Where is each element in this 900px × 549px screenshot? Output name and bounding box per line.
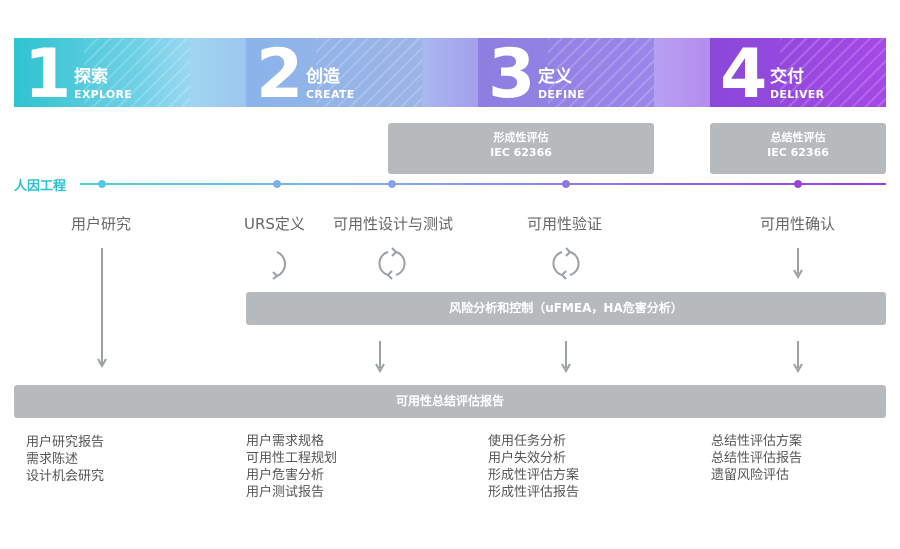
summary-report-bar: 可用性总结评估报告 bbox=[14, 385, 886, 418]
list-item: 用户测试报告 bbox=[246, 485, 325, 500]
cycle-icon bbox=[378, 251, 389, 276]
list-item: 形成性评估方案 bbox=[488, 468, 580, 483]
phase-subtitle: DEFINE bbox=[538, 88, 585, 101]
list-item: 使用任务分析 bbox=[488, 434, 567, 449]
activity-usability-design-test: 可用性设计与测试 bbox=[333, 215, 454, 233]
list-item: 用户需求规格 bbox=[246, 434, 325, 449]
arrowhead-icon bbox=[793, 363, 803, 374]
evaluation-title: 总结性评估 bbox=[770, 131, 826, 144]
formative-evaluation-box: 形成性评估 IEC 62366 bbox=[388, 123, 654, 174]
list-item: 用户失效分析 bbox=[488, 451, 567, 466]
phase-subtitle: CREATE bbox=[306, 88, 355, 101]
list-item: 总结性评估方案 bbox=[711, 434, 803, 449]
deliverables-define: 使用任务分析 用户失效分析 形成性评估方案 形成性评估报告 bbox=[488, 433, 579, 501]
phase-title: 探索 bbox=[74, 67, 108, 87]
cycle-icon bbox=[569, 251, 580, 276]
phase-define: 3 定义 DEFINE bbox=[478, 38, 654, 107]
list-item: 用户研究报告 bbox=[26, 435, 105, 450]
phase-deliver: 4 交付 DELIVER bbox=[710, 38, 886, 107]
phase-number: 2 bbox=[256, 38, 304, 107]
activity-urs-definition: URS定义 bbox=[244, 215, 305, 233]
explore-photo-overlay bbox=[84, 38, 190, 107]
phase-connector-2 bbox=[422, 38, 478, 107]
phase-number: 1 bbox=[24, 38, 72, 107]
phase-subtitle: EXPLORE bbox=[74, 88, 133, 101]
summary-report-label: 可用性总结评估报告 bbox=[395, 394, 504, 408]
timeline-node bbox=[562, 180, 570, 188]
phase-subtitle: DELIVER bbox=[770, 88, 825, 101]
phase-number: 4 bbox=[720, 38, 768, 107]
half-cycle-icon bbox=[276, 251, 286, 277]
evaluation-title: 形成性评估 bbox=[493, 131, 549, 144]
evaluation-standard: IEC 62366 bbox=[767, 146, 829, 159]
arrowhead-icon bbox=[375, 363, 385, 374]
timeline-node bbox=[794, 180, 802, 188]
phase-connector-1 bbox=[190, 38, 246, 107]
evaluation-standard: IEC 62366 bbox=[490, 146, 552, 159]
list-item: 形成性评估报告 bbox=[488, 485, 580, 500]
define-photo-overlay bbox=[548, 38, 654, 107]
list-item: 需求陈述 bbox=[26, 452, 79, 467]
arrowhead-icon bbox=[561, 363, 571, 374]
list-item: 可用性工程规划 bbox=[246, 451, 338, 466]
activity-usability-validation: 可用性确认 bbox=[760, 215, 836, 233]
cycle-icon bbox=[552, 251, 563, 276]
risk-analysis-bar: 风险分析和控制（uFMEA，HA危害分析） bbox=[246, 292, 886, 325]
phase-title: 交付 bbox=[770, 67, 804, 87]
timeline-label: 人因工程 bbox=[14, 179, 67, 194]
cycle-icon bbox=[395, 251, 406, 276]
deliverables-create: 用户需求规格 可用性工程规划 用户危害分析 用户测试报告 bbox=[246, 433, 337, 501]
timeline-node bbox=[273, 180, 281, 188]
deliverables-deliver: 总结性评估方案 总结性评估报告 遗留风险评估 bbox=[711, 433, 802, 484]
create-photo-overlay bbox=[316, 38, 422, 107]
phase-title: 创造 bbox=[306, 67, 340, 87]
list-item: 设计机会研究 bbox=[26, 469, 105, 484]
timeline-node bbox=[98, 180, 106, 188]
arrowhead-icon bbox=[793, 269, 803, 280]
timeline-node bbox=[388, 180, 396, 188]
phase-create: 2 创造 CREATE bbox=[246, 38, 422, 107]
risk-analysis-label: 风险分析和控制（uFMEA，HA危害分析） bbox=[449, 301, 683, 315]
phase-number: 3 bbox=[488, 38, 536, 107]
activity-usability-verification: 可用性验证 bbox=[527, 215, 603, 233]
phase-explore: 1 探索 EXPLORE bbox=[14, 38, 190, 107]
activity-user-research: 用户研究 bbox=[71, 215, 132, 233]
phase-connector-3 bbox=[654, 38, 710, 107]
list-item: 用户危害分析 bbox=[246, 468, 325, 483]
list-item: 遗留风险评估 bbox=[711, 468, 790, 483]
phase-title: 定义 bbox=[538, 67, 572, 87]
summative-evaluation-box: 总结性评估 IEC 62366 bbox=[710, 123, 886, 174]
list-item: 总结性评估报告 bbox=[711, 451, 803, 466]
arrowhead-icon bbox=[97, 358, 107, 369]
deliver-photo-overlay bbox=[780, 38, 886, 107]
timeline-line bbox=[80, 183, 886, 185]
deliverables-explore: 用户研究报告 需求陈述 设计机会研究 bbox=[26, 434, 104, 485]
